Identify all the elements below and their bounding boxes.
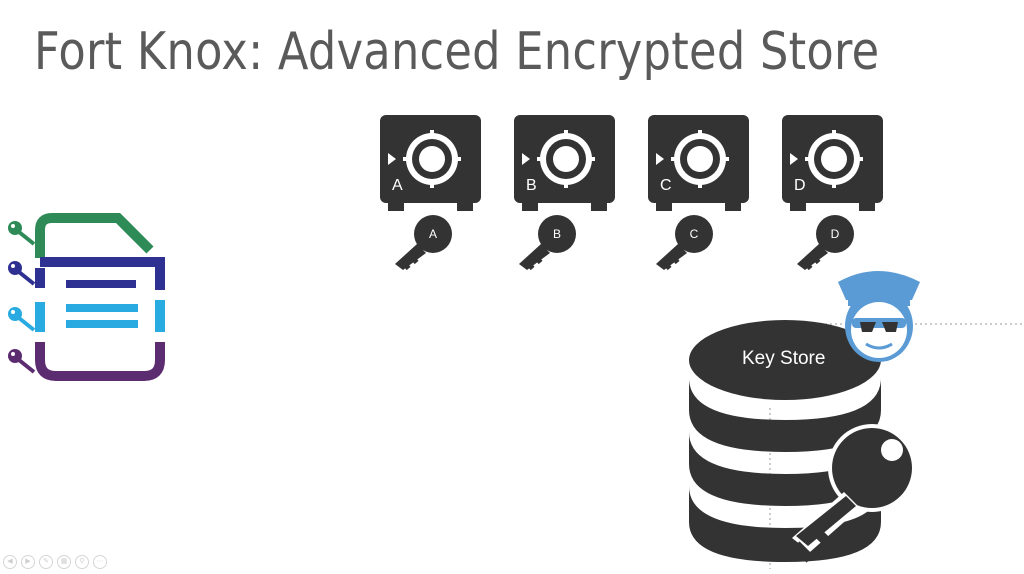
zoom-button[interactable]: ⚲: [75, 555, 89, 569]
safe-icon: [380, 115, 481, 211]
safe-d: D: [782, 115, 884, 215]
safe-icon: [514, 115, 615, 211]
safe-icon: [648, 115, 749, 211]
database-icon: [689, 271, 1024, 569]
safe-icon: [782, 115, 883, 211]
more-options-button[interactable]: ⋯: [93, 555, 107, 569]
encrypted-document: [0, 210, 175, 385]
key-icon: [395, 215, 452, 271]
prev-slide-button[interactable]: ◀: [3, 555, 17, 569]
safe-label: B: [526, 177, 537, 194]
safe-label: A: [392, 177, 403, 194]
key-b: B: [517, 210, 587, 274]
key-icon: [797, 215, 854, 271]
key-a: A: [393, 210, 463, 274]
purple-key-icon: [8, 349, 36, 374]
key-c: C: [654, 210, 724, 274]
next-slide-button[interactable]: ▶: [21, 555, 35, 569]
safe-label: D: [794, 177, 806, 194]
pen-tool-button[interactable]: ✎: [39, 555, 53, 569]
key-icon: [519, 215, 576, 271]
big-key-icon: [792, 424, 916, 563]
police-officer-icon: [838, 271, 920, 362]
slide-title: Fort Knox: Advanced Encrypted Store: [34, 22, 880, 82]
navy-key-icon: [8, 261, 36, 286]
key-icon: [656, 215, 713, 271]
green-key-icon: [8, 221, 36, 246]
cyan-key-icon: [8, 307, 36, 332]
key-label: B: [552, 227, 561, 241]
safe-b: B: [514, 115, 616, 215]
key-store-label: Key Store: [742, 348, 826, 369]
key-label: C: [689, 227, 699, 241]
safe-label: C: [660, 177, 672, 194]
safe-a: A: [380, 115, 482, 215]
slideshow-nav: ◀ ▶ ✎ ▦ ⚲ ⋯: [3, 555, 107, 569]
key-store: [680, 260, 1024, 569]
safe-c: C: [648, 115, 750, 215]
see-all-slides-button[interactable]: ▦: [57, 555, 71, 569]
encrypted-document-icon: [8, 213, 165, 381]
key-d: D: [795, 210, 865, 274]
key-label: D: [830, 227, 840, 241]
key-label: A: [428, 227, 437, 241]
